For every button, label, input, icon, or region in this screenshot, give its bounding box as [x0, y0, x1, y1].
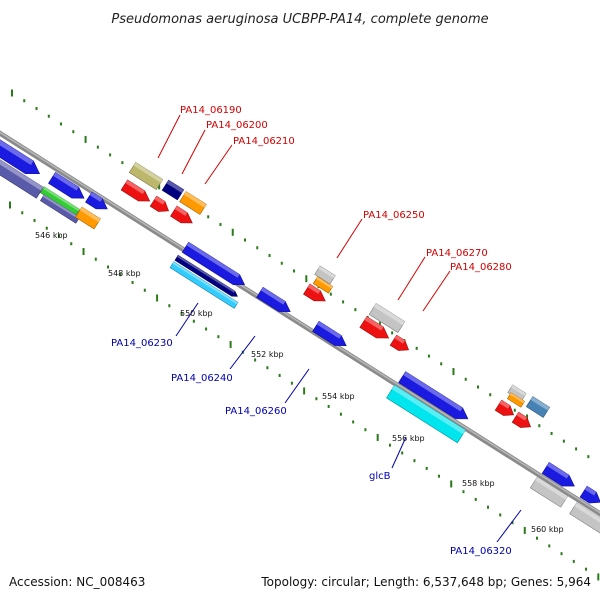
connector-pa14-06280	[422, 270, 451, 312]
gene-pa14-06200	[161, 179, 185, 201]
gene-arrow	[303, 283, 326, 302]
gene-arrow	[0, 151, 44, 199]
gene-pa14-06270	[368, 302, 406, 334]
gene-arrow	[494, 399, 515, 416]
gene-arrow	[541, 461, 575, 487]
gene-arrow	[174, 254, 238, 297]
label-pa14-06260: PA14_06260	[225, 406, 287, 417]
gene-arrow	[120, 179, 151, 202]
label-glcb: glcB	[369, 471, 391, 482]
gene-arrow	[170, 205, 193, 224]
gene-arrow	[48, 171, 85, 199]
connector-pa14-06200	[181, 129, 206, 175]
gene-arrow	[511, 411, 532, 428]
label-pa14-06320: PA14_06320	[450, 546, 512, 557]
gene-arrow	[569, 502, 600, 536]
scale-label: 548 kbp	[108, 269, 141, 278]
genome-backbone-highlight	[0, 131, 600, 514]
connector-glcb	[391, 436, 407, 469]
gene-pa14-06260	[312, 320, 347, 346]
gene-arrow	[149, 195, 170, 212]
gene-pa14-06210	[179, 191, 207, 215]
gene-arrow	[85, 191, 108, 210]
gene-arrow	[312, 276, 334, 294]
scale-label: 556 kbp	[392, 434, 425, 443]
label-pa14-06240: PA14_06240	[171, 373, 233, 384]
gene-features	[0, 129, 600, 536]
gene-arrow	[359, 316, 390, 339]
gene-arrow	[525, 396, 551, 418]
gene-arrow	[39, 194, 81, 224]
scale-label: 552 kbp	[251, 350, 284, 359]
tick-tracks	[9, 89, 600, 581]
scale-label: 546 kbp	[35, 231, 68, 240]
genome-backbone	[0, 130, 600, 517]
gene-arrow	[579, 485, 600, 504]
label-pa14-06190: PA14_06190	[180, 105, 242, 116]
label-pa14-06270: PA14_06270	[426, 248, 488, 259]
genome-summary-text: Topology: circular; Length: 6,537,648 bp…	[260, 575, 591, 589]
gene-arrow	[506, 392, 526, 408]
connector-pa14-06260	[284, 368, 310, 404]
connector-pa14-06230	[175, 302, 199, 337]
connector-pa14-06190	[157, 114, 181, 159]
gene-arrow	[75, 206, 101, 230]
scale-labels: 546 kbp 548 kbp 550 kbp 552 kbp 554 kbp …	[35, 231, 564, 534]
connector-pa14-06240	[229, 335, 256, 370]
label-pa14-06200: PA14_06200	[206, 120, 268, 131]
label-pa14-06230: PA14_06230	[111, 338, 173, 349]
gene-pa14-06190	[128, 161, 164, 191]
accession-text: Accession: NC_008463	[9, 575, 145, 589]
label-pa14-06280: PA14_06280	[450, 262, 512, 273]
gene-pa14-06240	[256, 286, 291, 312]
gene-pa14-06230	[181, 241, 246, 286]
connector-pa14-06250	[336, 218, 363, 259]
gene-glcb	[386, 384, 466, 444]
gene-labels: PA14_06190 PA14_06200 PA14_06210 PA14_06…	[111, 105, 512, 557]
label-pa14-06210: PA14_06210	[233, 136, 295, 147]
connector-pa14-06320	[496, 509, 522, 543]
gene-pa14-06250	[314, 265, 336, 285]
label-pa14-06250: PA14_06250	[363, 210, 425, 221]
connector-pa14-06270	[397, 256, 426, 301]
scale-label: 558 kbp	[462, 479, 495, 488]
gene-arrow	[398, 371, 469, 420]
scale-label: 550 kbp	[180, 309, 213, 318]
gene-pa14-06280	[389, 334, 410, 351]
scale-label: 554 kbp	[322, 392, 355, 401]
gene-arrow	[0, 129, 41, 175]
gene-arrow	[169, 261, 239, 309]
connector-pa14-06210	[204, 144, 233, 185]
map-title: Pseudomonas aeruginosa UCBPP-PA14, compl…	[111, 12, 488, 27]
label-connectors	[157, 114, 522, 543]
gene-pa14-06320	[529, 476, 569, 508]
scale-label: 560 kbp	[531, 525, 564, 534]
